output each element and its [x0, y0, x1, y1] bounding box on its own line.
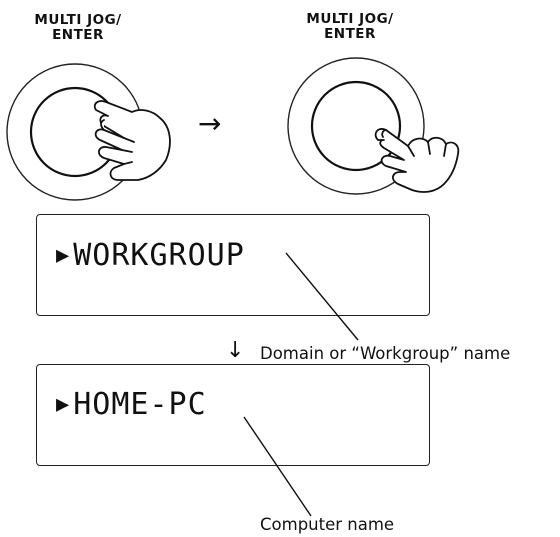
lcd-line-bottom: ▶ HOME-PC	[56, 386, 207, 422]
right-knob-label: MULTI JOG/ ENTER	[280, 12, 420, 42]
right-jog-dial	[287, 57, 425, 195]
pressing-hand-icon	[374, 128, 460, 193]
flow-arrow-icon: ↓	[226, 338, 245, 363]
left-knob-label-line2: ENTER	[52, 27, 104, 43]
right-knob-label-line2: ENTER	[324, 26, 376, 42]
workgroup-text: WORKGROUP	[73, 237, 245, 273]
cursor-icon: ▶	[56, 391, 71, 417]
computer-name-text: HOME-PC	[73, 386, 207, 422]
sequence-arrow-icon: →	[198, 107, 222, 140]
callout-domain-label: Domain or “Workgroup” name	[260, 344, 511, 363]
right-knob-label-line1: MULTI JOG/	[306, 11, 394, 27]
lcd-line-top: ▶ WORKGROUP	[56, 237, 245, 273]
callout-leader-top	[285, 252, 359, 341]
left-knob-label: MULTI JOG/ ENTER	[8, 13, 148, 43]
lcd-display-bottom: ▶ HOME-PC	[36, 364, 430, 466]
left-knob-label-line1: MULTI JOG/	[34, 12, 122, 28]
lcd-display-top: ▶ WORKGROUP	[36, 214, 430, 316]
cursor-icon: ▶	[56, 242, 71, 268]
callout-leader-bottom	[243, 416, 312, 517]
turning-hand-icon	[93, 100, 171, 181]
callout-computer-name-label: Computer name	[260, 515, 395, 534]
